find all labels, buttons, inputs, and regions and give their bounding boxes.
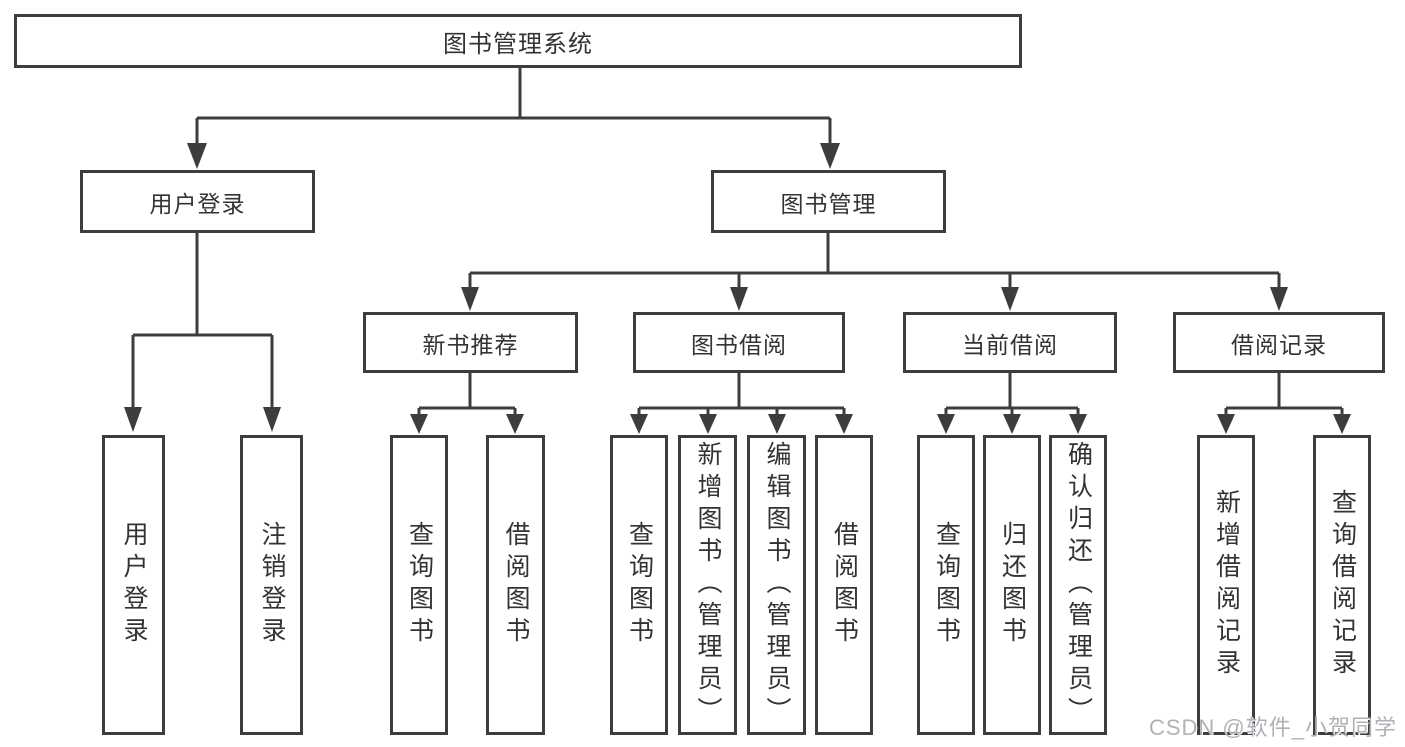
leaf-bb-add-books-admin: 新增图书（管理员） [678,435,737,735]
leaf-user-login: 用户登录 [102,435,165,735]
leaf-logout-label: 注销登录 [258,521,286,649]
node-current-borrowing-label: 当前借阅 [962,331,1058,358]
leaf-bb-edit-books-admin: 编辑图书（管理员） [747,435,806,735]
leaf-rec-borrow-books-label: 借阅图书 [502,521,530,649]
node-book-management: 图书管理 [711,170,946,233]
node-borrow-records-label: 借阅记录 [1231,331,1327,358]
node-borrow-records: 借阅记录 [1173,312,1385,373]
leaf-br-query-record-label: 查询借阅记录 [1328,489,1357,681]
leaf-cb-query-books: 查询图书 [917,435,975,735]
csdn-watermark: CSDN @软件_小贺同学 [1148,715,1397,740]
leaf-cb-confirm-return-admin: 确认归还（管理员） [1049,435,1107,735]
leaf-rec-query-books-label: 查询图书 [405,521,434,649]
node-new-book-recommend: 新书推荐 [363,312,578,373]
leaf-br-add-record-label: 新增借阅记录 [1212,489,1241,681]
leaf-rec-query-books: 查询图书 [390,435,448,735]
node-current-borrowing: 当前借阅 [903,312,1117,373]
leaf-bb-borrow-books: 借阅图书 [815,435,873,735]
leaf-br-add-record: 新增借阅记录 [1197,435,1255,735]
leaf-cb-return-books: 归还图书 [983,435,1041,735]
leaf-cb-query-books-label: 查询图书 [932,521,961,649]
node-root-label: 图书管理系统 [443,30,593,58]
arrowheads [124,143,1351,434]
node-new-book-recommend-label: 新书推荐 [422,331,519,358]
node-root: 图书管理系统 [14,14,1022,68]
leaf-br-query-record: 查询借阅记录 [1313,435,1371,735]
leaf-bb-borrow-books-label: 借阅图书 [830,521,859,649]
leaf-cb-confirm-return-admin-label: 确认归还（管理员） [1064,441,1093,729]
leaf-bb-query-books-label: 查询图书 [625,521,654,649]
leaf-rec-borrow-books: 借阅图书 [486,435,545,735]
leaf-user-login-label: 用户登录 [120,521,148,649]
node-book-management-label: 图书管理 [780,190,877,217]
leaf-bb-query-books: 查询图书 [610,435,668,735]
leaf-bb-edit-books-admin-label: 编辑图书（管理员） [763,441,791,729]
node-user-login-label: 用户登录 [149,190,246,217]
leaf-bb-add-books-admin-label: 新增图书（管理员） [694,441,722,729]
leaf-logout: 注销登录 [240,435,303,735]
node-book-borrowing: 图书借阅 [633,312,845,373]
leaf-cb-return-books-label: 归还图书 [998,521,1027,649]
node-user-login: 用户登录 [80,170,315,233]
node-book-borrowing-label: 图书借阅 [691,331,787,358]
